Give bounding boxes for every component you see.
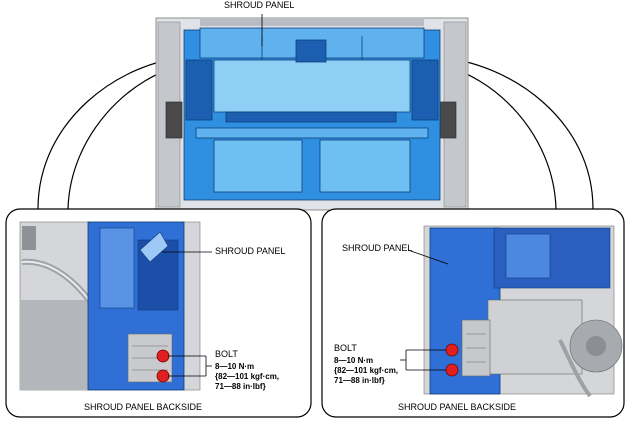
right-bolt-upper	[445, 343, 459, 357]
left-bolt-lower	[156, 369, 170, 383]
left-torque-line-3: 71—88 in·lbf}	[215, 382, 266, 391]
right-detail-box	[321, 208, 625, 418]
overview-shroud-panel-label: SHROUD PANEL	[224, 0, 295, 10]
left-torque-spec: 8—10 N·m {82—101 kgf·cm, 71—88 in·lbf}	[215, 362, 279, 392]
shroud-panel-shape	[183, 27, 441, 201]
left-detail-box	[5, 208, 312, 418]
left-torque-line-1: 8—10 N·m	[215, 362, 255, 371]
left-detail-illustration	[19, 221, 201, 391]
right-shroud-leader	[407, 249, 449, 265]
right-bolt-label: BOLT	[334, 343, 357, 353]
right-torque-spec: 8—10 N·m {82—101 kgf·cm, 71—88 in·lbf}	[334, 356, 398, 386]
right-shroud-panel-label: SHROUD PANEL	[342, 243, 413, 253]
right-caption: SHROUD PANEL BACKSIDE	[398, 402, 517, 412]
right-torque-line-3: 71—88 in·lbf}	[334, 376, 385, 385]
left-bolt-label: BOLT	[215, 349, 238, 359]
overview-illustration	[155, 14, 469, 211]
right-torque-line-2: {82—101 kgf·cm,	[334, 366, 399, 375]
left-shroud-panel-label: SHROUD PANEL	[215, 246, 286, 256]
right-torque-line-1: 8—10 N·m	[334, 356, 374, 365]
left-bolt-upper	[156, 349, 170, 363]
left-torque-line-2: {82—101 kgf·cm,	[215, 372, 280, 381]
left-caption: SHROUD PANEL BACKSIDE	[84, 402, 203, 412]
right-bolt-lower	[445, 363, 459, 377]
